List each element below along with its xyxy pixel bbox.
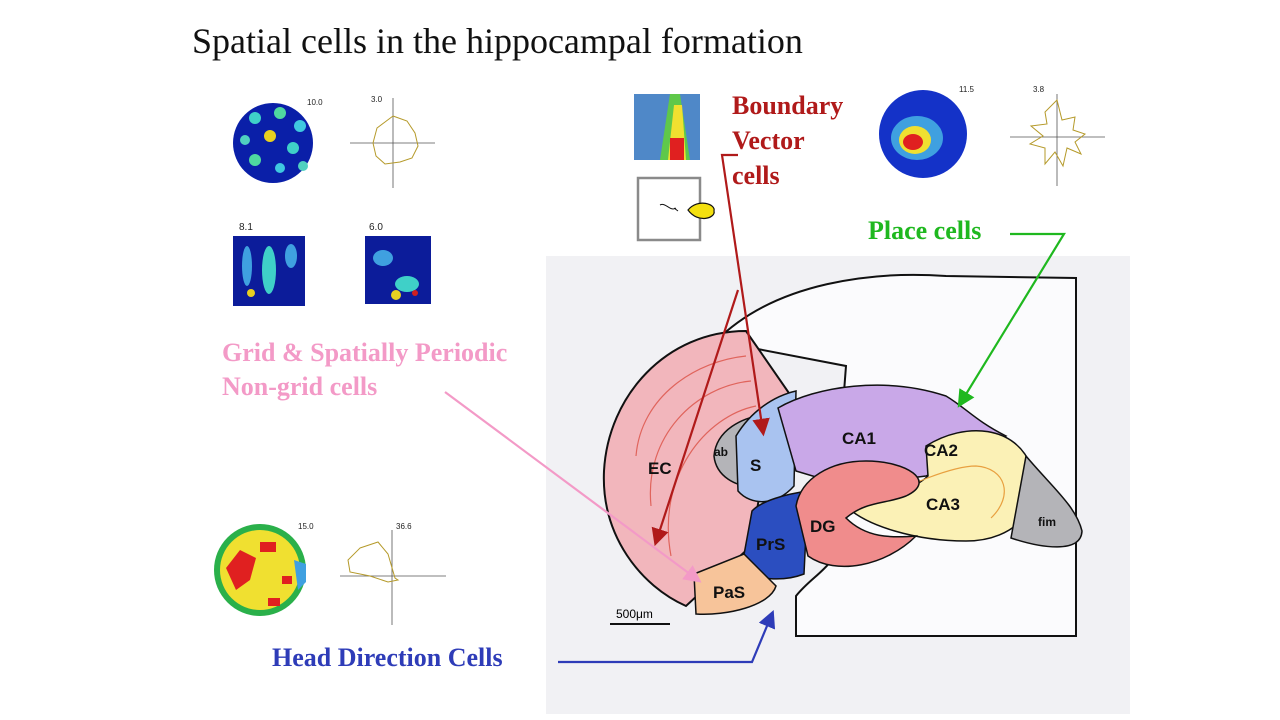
region-fim: fim: [1038, 515, 1056, 529]
region-ab: ab: [714, 445, 728, 459]
hd-polar-rate: 36.6: [396, 522, 412, 531]
pas-region: [693, 553, 777, 615]
place-cell-panel: 11.5 3.8: [879, 85, 1105, 186]
fim-region: [1010, 454, 1083, 548]
place-label: Place cells: [868, 216, 982, 245]
place-polar-plot: [1010, 94, 1105, 186]
region-pas: PaS: [713, 583, 745, 602]
scale-bar-label: 500μm: [616, 607, 653, 621]
region-ec: EC: [648, 459, 672, 478]
nongrid-map-2-rate: 6.0: [369, 222, 383, 233]
boundary-arrow-s: [720, 153, 770, 437]
hippocampal-section: EC ab S CA1 CA2 CA3 DG PrS PaS fim 500μm: [546, 256, 1130, 714]
ec-region: [602, 329, 793, 608]
grid-label: Grid & Spatially Periodic Non-grid cells: [222, 338, 508, 401]
hd-map-rate: 15.0: [298, 522, 314, 531]
nongrid-map-1-rate: 8.1: [239, 222, 253, 233]
place-map-rate: 11.5: [959, 85, 975, 94]
region-ca3: CA3: [926, 495, 960, 514]
grid-arrow: [444, 391, 702, 583]
hd-cell-panel: 15.0 36.6: [214, 522, 446, 625]
place-polar-rate: 3.8: [1033, 85, 1045, 94]
region-s: S: [750, 456, 761, 475]
region-dg: DG: [810, 517, 836, 536]
grid-fields: [240, 107, 308, 173]
region-ca1: CA1: [842, 429, 876, 448]
grid-polar-plot: [350, 98, 435, 188]
region-ca2: CA2: [924, 441, 958, 460]
dg-region: [795, 460, 920, 568]
page-title: Spatial cells in the hippocampal formati…: [192, 21, 803, 61]
boundary-cell-panel: [634, 94, 715, 242]
grid-cell-panel: 10.0 3.0 8.1 6.0: [233, 95, 435, 306]
grid-polar-rate: 3.0: [371, 95, 383, 104]
grid-map-rate: 10.0: [307, 98, 323, 107]
head-direction-label: Head Direction Cells: [272, 643, 503, 672]
hd-arrow: [558, 609, 776, 664]
region-prs: PrS: [756, 535, 785, 554]
place-arrow: [957, 232, 1066, 408]
hd-polar-plot: [340, 530, 446, 625]
boundary-label: Boundary Vector cells: [732, 91, 844, 190]
boundary-arrow-ec: [651, 289, 740, 547]
